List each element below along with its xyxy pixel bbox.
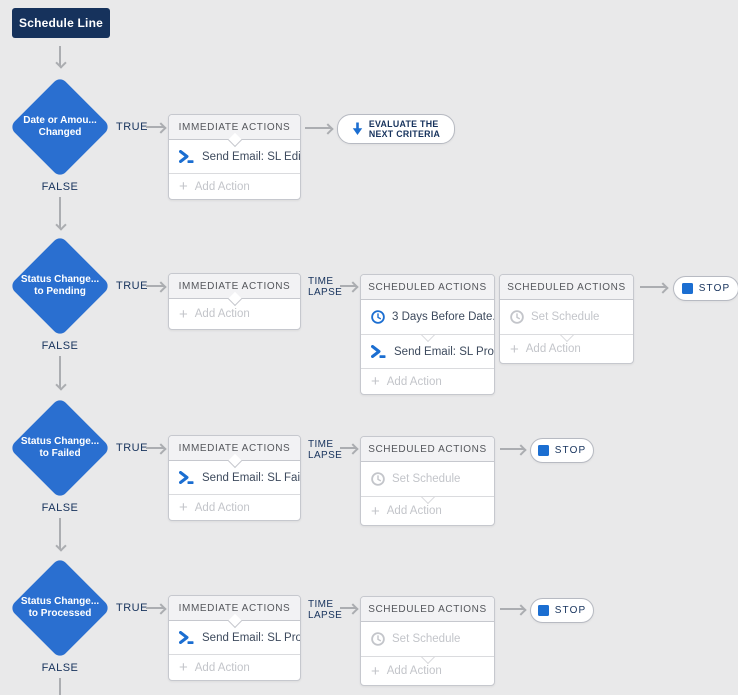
add-action-button[interactable]: + Add Action [361, 496, 494, 525]
plus-icon: + [179, 499, 188, 516]
separator-notch [420, 497, 435, 504]
plus-icon: + [510, 340, 519, 358]
immediate-actions-header: IMMEDIATE ACTIONS [169, 436, 300, 468]
immediate-actions-header: IMMEDIATE ACTIONS [169, 115, 300, 147]
process-start-button[interactable]: Schedule Line [12, 8, 110, 38]
plus-icon: + [179, 305, 188, 323]
true-label: TRUE [116, 442, 148, 454]
stop-square-icon [537, 605, 549, 616]
true-label: TRUE [116, 602, 148, 614]
clock-icon [371, 310, 385, 324]
set-schedule-button[interactable]: Set Schedule [361, 462, 494, 496]
criteria-diamond-date-changed[interactable] [9, 76, 111, 178]
immediate-actions-header: IMMEDIATE ACTIONS [169, 596, 300, 628]
plus-icon: + [179, 178, 188, 195]
immediate-actions-box: IMMEDIATE ACTIONS + Add Action [168, 273, 301, 330]
connector-arrow [59, 46, 61, 66]
action-item[interactable]: Send Email: SL Proc... [169, 621, 300, 654]
false-label: FALSE [41, 662, 79, 674]
scheduled-actions-box: SCHEDULED ACTIONS Set Schedule + Add Act… [499, 274, 634, 364]
connector-arrow [146, 447, 164, 449]
add-action-button[interactable]: + Add Action [169, 494, 300, 520]
scheduled-actions-header: SCHEDULED ACTIONS [361, 597, 494, 622]
add-action-button[interactable]: + Add Action [169, 173, 300, 199]
connector-arrow [340, 447, 356, 449]
false-label: FALSE [41, 502, 79, 514]
true-label: TRUE [116, 280, 148, 292]
scheduled-actions-box: SCHEDULED ACTIONS 3 Days Before Date... … [360, 274, 495, 395]
schedule-item[interactable]: 3 Days Before Date... [361, 300, 494, 334]
scheduled-actions-box: SCHEDULED ACTIONS Set Schedule + Add Act… [360, 436, 495, 526]
stop-pill: STOP [530, 438, 594, 463]
scheduled-actions-header: SCHEDULED ACTIONS [500, 275, 633, 300]
stop-pill: STOP [530, 598, 594, 623]
set-schedule-button[interactable]: Set Schedule [500, 300, 633, 334]
false-label: FALSE [41, 340, 79, 352]
core-action-icon [179, 471, 195, 484]
criteria-diamond-status-pending[interactable] [9, 235, 111, 337]
down-arrow-icon [352, 122, 363, 136]
connector-arrow [340, 607, 356, 609]
plus-icon: + [371, 662, 380, 680]
connector-arrow [146, 285, 164, 287]
add-action-button[interactable]: + Add Action [500, 334, 633, 363]
plus-icon: + [179, 659, 188, 676]
core-action-icon [179, 631, 195, 644]
separator-notch [559, 335, 574, 342]
immediate-actions-box: IMMEDIATE ACTIONS Send Email: SL Proc...… [168, 595, 301, 681]
scheduled-actions-header: SCHEDULED ACTIONS [361, 275, 494, 300]
action-item[interactable]: Send Email: SL Edit... [169, 140, 300, 173]
connector-arrow [59, 518, 61, 549]
set-schedule-button[interactable]: Set Schedule [361, 622, 494, 656]
connector-line [59, 678, 61, 695]
criteria-diamond-status-processed[interactable] [9, 557, 111, 659]
separator-notch [420, 335, 435, 342]
plus-icon: + [371, 502, 380, 520]
scheduled-actions-box: SCHEDULED ACTIONS Set Schedule + Add Act… [360, 596, 495, 686]
add-action-button[interactable]: + Add Action [361, 656, 494, 685]
connector-arrow [146, 607, 164, 609]
action-item[interactable]: Send Email: SL Failed [169, 461, 300, 494]
scheduled-actions-header: SCHEDULED ACTIONS [361, 437, 494, 462]
core-action-icon [371, 345, 387, 358]
stop-square-icon [681, 283, 693, 294]
connector-arrow [59, 356, 61, 388]
true-label: TRUE [116, 121, 148, 133]
plus-icon: + [371, 373, 380, 390]
connector-arrow [59, 197, 61, 228]
clock-icon [510, 310, 524, 324]
add-action-button[interactable]: + Add Action [361, 368, 494, 394]
immediate-actions-box: IMMEDIATE ACTIONS Send Email: SL Edit...… [168, 114, 301, 200]
stop-square-icon [537, 445, 549, 456]
immediate-actions-box: IMMEDIATE ACTIONS Send Email: SL Failed … [168, 435, 301, 521]
add-action-button[interactable]: + Add Action [179, 305, 250, 323]
separator-notch [420, 657, 435, 664]
clock-icon [371, 472, 385, 486]
action-item[interactable]: Send Email: SL Proc... [361, 334, 494, 368]
criteria-diamond-status-failed[interactable] [9, 397, 111, 499]
connector-arrow [340, 285, 356, 287]
connector-arrow [500, 448, 524, 450]
immediate-actions-header: IMMEDIATE ACTIONS [169, 274, 300, 306]
clock-icon [371, 632, 385, 646]
connector-arrow [146, 126, 164, 128]
add-action-button[interactable]: + Add Action [169, 654, 300, 680]
stop-pill: STOP [673, 276, 738, 301]
connector-arrow [500, 608, 524, 610]
connector-arrow [305, 127, 331, 129]
core-action-icon [179, 150, 195, 163]
connector-arrow [640, 286, 666, 288]
false-label: FALSE [41, 181, 79, 193]
